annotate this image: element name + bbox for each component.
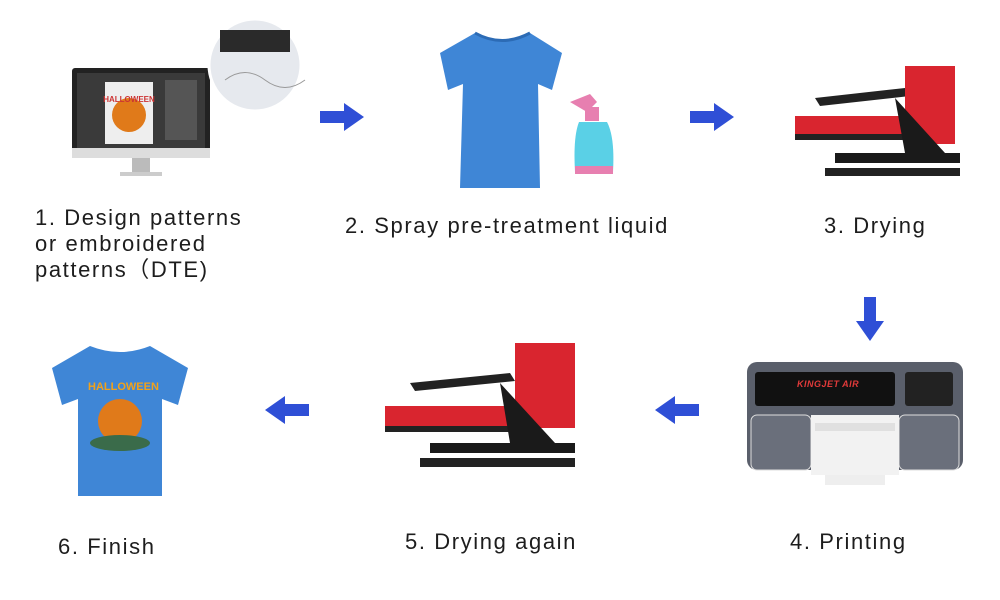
heat-press-icon	[385, 343, 575, 467]
left-arrow-icon	[265, 396, 309, 424]
computer-monitor-icon: HALLOWEEN	[72, 17, 306, 176]
down-arrow-icon	[856, 297, 884, 341]
printer-brand-logo: KINGJET AIR	[797, 379, 860, 389]
dtg-printer: KINGJET AIR	[745, 360, 965, 485]
step-1-label-line: patterns（DTE)	[35, 257, 209, 282]
step-3-label: 3. Drying	[824, 213, 927, 238]
right-arrow-icon	[320, 103, 364, 131]
step-6-label: 6. Finish	[58, 534, 156, 559]
finished-tshirt: HALLOWEEN	[50, 343, 190, 498]
printed-tshirt-icon	[52, 346, 188, 496]
step-5-label: 5. Drying again	[405, 529, 577, 554]
printer-icon	[747, 362, 963, 485]
spray-bottle-icon	[570, 94, 614, 174]
svg-text:HALLOWEEN: HALLOWEEN	[103, 95, 155, 104]
step-1: HALLOWEEN	[60, 17, 310, 190]
heat-press-icon	[795, 66, 960, 176]
right-arrow-icon	[690, 103, 734, 131]
step-1-label: 1. Design patterns or embroidered patter…	[35, 205, 242, 283]
step-1-label-line: or embroidered	[35, 231, 207, 256]
blue-tshirt-icon	[440, 31, 562, 188]
step-1-label-line: 1. Design patterns	[35, 205, 243, 230]
step-2-label: 2. Spray pre-treatment liquid	[345, 213, 669, 238]
shirt-print-text: HALLOWEEN	[88, 381, 159, 393]
left-arrow-icon	[655, 396, 699, 424]
step-4-label: 4. Printing	[790, 529, 907, 554]
